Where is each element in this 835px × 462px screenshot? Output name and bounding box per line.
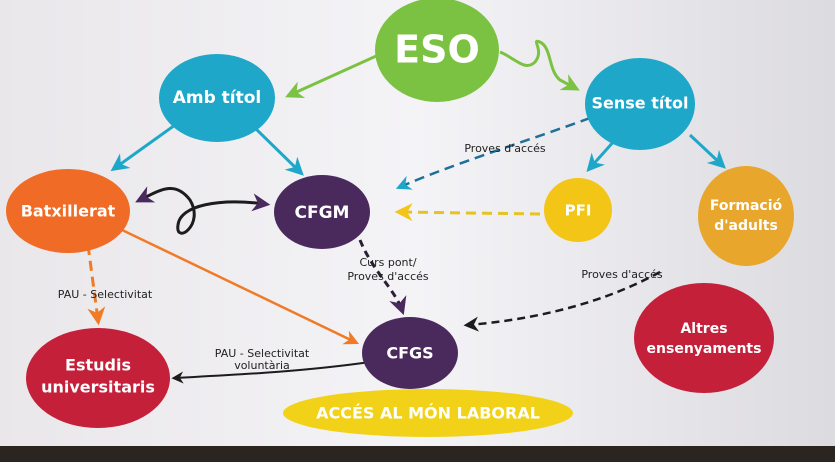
svg-text:CFGM: CFGM <box>295 203 350 223</box>
edge-amb-titol-batxillerat <box>110 123 176 172</box>
edge-sense-titol-formacio <box>688 133 726 169</box>
edge-batxillerat-cfgm-loop <box>135 186 271 235</box>
edge-label-pau-voluntaria: PAU - Selectivitat <box>215 347 310 360</box>
edge-sense-titol-pfi <box>586 139 617 173</box>
edge-amb-titol-cfgm <box>253 126 304 176</box>
svg-text:Sense títol: Sense títol <box>592 94 689 113</box>
banner-bottom-shadow <box>0 446 835 462</box>
edge-eso-sense-titol <box>499 39 580 91</box>
svg-text:Amb títol: Amb títol <box>173 88 262 108</box>
svg-text:ensenyaments: ensenyaments <box>647 341 762 357</box>
node-amb-titol: Amb títol <box>159 54 275 142</box>
node-estudis-universitaris: Estudis universitaris <box>26 328 170 428</box>
edge-label-curs-pont: Curs pont/ <box>359 256 416 269</box>
svg-text:Batxillerat: Batxillerat <box>21 202 116 221</box>
edge-batxillerat-cfgs <box>117 226 360 345</box>
node-formacio-adults: Formació d'adults <box>698 166 794 266</box>
svg-text:Formació: Formació <box>710 198 783 214</box>
node-pfi: PFI <box>544 178 612 242</box>
edge-label-curs-pont-2: Proves d'accés <box>347 270 429 283</box>
edge-label-proves-acces-top: Proves d'accés <box>464 142 546 155</box>
node-sense-titol: Sense títol <box>585 58 695 150</box>
node-cfgm: CFGM <box>274 175 370 249</box>
node-acces-mon-laboral: ACCÉS AL MÓN LABORAL <box>283 389 573 437</box>
svg-text:ESO: ESO <box>394 28 480 72</box>
edge-cfgs-estudis <box>171 361 371 384</box>
svg-text:Altres: Altres <box>680 321 727 337</box>
edge-sense-titol-cfgm <box>395 116 591 190</box>
edge-label-pau-voluntaria-2: voluntària <box>234 359 290 372</box>
svg-text:d'adults: d'adults <box>714 218 778 234</box>
node-batxillerat: Batxillerat <box>6 169 130 253</box>
edge-label-pau-selectivitat: PAU - Selectivitat <box>58 288 153 301</box>
edge-pfi-cfgm <box>394 203 541 222</box>
svg-text:CFGS: CFGS <box>386 344 433 363</box>
node-cfgs: CFGS <box>362 317 458 389</box>
svg-text:universitaris: universitaris <box>41 378 155 397</box>
edge-label-proves-acces-right: Proves d'accés <box>581 268 663 281</box>
svg-text:PFI: PFI <box>565 202 592 220</box>
svg-text:Estudis: Estudis <box>65 356 131 375</box>
edge-batxillerat-estudis <box>86 244 106 326</box>
edge-eso-amb-titol <box>285 50 386 99</box>
edge-cfgm-cfgs <box>358 239 407 316</box>
node-altres-ensenyaments: Altres ensenyaments <box>634 283 774 393</box>
node-eso: ESO <box>375 0 499 102</box>
svg-text:ACCÉS AL MÓN LABORAL: ACCÉS AL MÓN LABORAL <box>316 404 540 423</box>
